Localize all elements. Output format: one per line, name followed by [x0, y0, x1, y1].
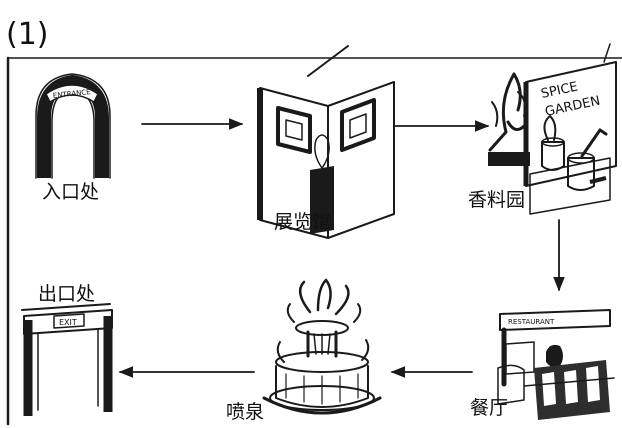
gallery-icon	[257, 81, 395, 239]
exit-sign-text: EXIT	[59, 318, 77, 327]
diagram-frame	[6, 56, 622, 426]
exit-gate-icon: EXIT	[21, 303, 113, 416]
stray-mark-2	[603, 43, 611, 63]
restaurant-icon: RESTAURANT	[497, 309, 615, 420]
fountain-icon	[262, 278, 382, 415]
fountain-label: 喷泉	[226, 401, 264, 423]
figure-number: (1)	[6, 17, 49, 52]
stray-mark	[307, 45, 349, 77]
entrance-label: 入口处	[42, 181, 99, 203]
route-arrows	[118, 118, 565, 378]
restaurant-sign-text: RESTAURANT	[508, 318, 555, 326]
gallery-label: 展览馆	[274, 211, 331, 233]
spice-garden-label: 香料园	[468, 189, 525, 211]
entrance-arch-icon: ENTRANCE	[35, 73, 111, 179]
entrance-sign-text: ENTRANCE	[53, 88, 91, 100]
restaurant-label: 餐厅	[470, 397, 508, 419]
exit-label: 出口处	[38, 283, 95, 305]
